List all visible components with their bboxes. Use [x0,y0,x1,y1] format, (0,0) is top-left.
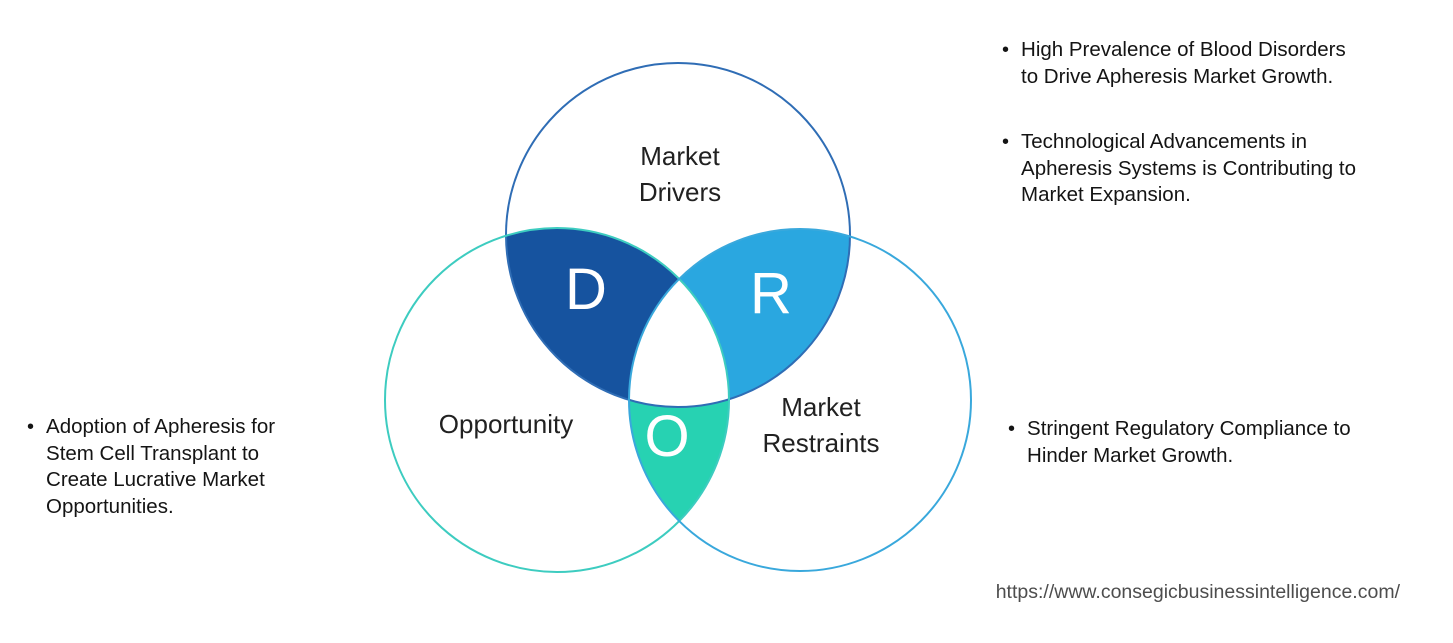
source-url: https://www.consegicbusinessintelligence… [995,581,1400,603]
overlap-letter-r: R [750,261,792,326]
bullet-icon: • [27,416,35,438]
overlap-letter-o: O [644,404,690,469]
overlap-letter-d: D [565,257,607,322]
annotation-text: High Prevalence of Blood Disorders to Dr… [1021,38,1346,88]
annotation-drivers-2: • Technological Advancements in Apheresi… [1002,129,1442,209]
drivers-circle-label: Market Drivers [638,141,722,207]
bullet-icon: • [1002,131,1010,153]
annotation-text: Stringent Regulatory Compliance to Hinde… [1027,417,1351,467]
bullet-icon: • [1008,418,1016,440]
restraints-circle-label: Market Restraints [762,392,880,458]
annotation-opportunity: • Adoption of Apheresis for Stem Cell Tr… [27,414,357,520]
annotation-drivers-1: • High Prevalence of Blood Disorders to … [1002,37,1432,90]
annotation-text: Technological Advancements in Apheresis … [1021,130,1356,206]
opportunity-circle-label: Opportunity [438,409,574,439]
annotation-text: Adoption of Apheresis for Stem Cell Tran… [46,415,276,518]
bullet-icon: • [1002,39,1010,61]
annotation-restraints: • Stringent Regulatory Compliance to Hin… [1008,416,1438,469]
restraints-circle-outline [628,228,972,572]
opportunity-circle-outline [384,227,730,573]
